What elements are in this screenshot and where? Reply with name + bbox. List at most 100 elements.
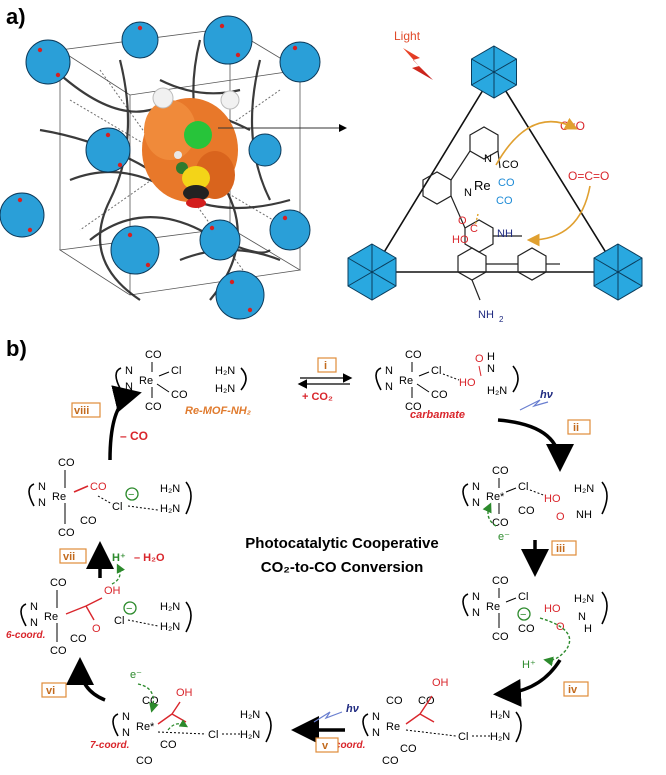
- six-coord-label: 6-coord.: [6, 630, 45, 641]
- svg-text:H₂N: H₂N: [574, 593, 594, 605]
- svg-text:O: O: [475, 353, 484, 365]
- svg-text:−: −: [520, 609, 526, 621]
- complex-carbamate: NN Re CO Cl CO CO HO O NH H₂N: [375, 349, 519, 413]
- svg-text:H₂N: H₂N: [215, 383, 235, 395]
- proton-arrow-iv: [539, 617, 571, 667]
- svg-text:−: −: [128, 489, 134, 501]
- hv-bolt-icon-2: [313, 711, 343, 723]
- nh2-label: NH: [478, 309, 494, 321]
- step-viii-box: [71, 402, 101, 418]
- arrow-step-viii: [108, 385, 142, 461]
- plus-co2-label: + CO₂: [302, 391, 333, 403]
- arrow-step-ii: [497, 418, 574, 472]
- mof-cage-image: [0, 15, 321, 320]
- svg-text:CO: CO: [171, 389, 188, 401]
- svg-text:Cl: Cl: [518, 591, 528, 603]
- svg-text:CO: CO: [518, 623, 535, 635]
- svg-text:H₂N: H₂N: [487, 385, 507, 397]
- h-plus-label-1: H⁺: [522, 659, 536, 671]
- step-iv-box: [563, 681, 589, 697]
- svg-text:N: N: [30, 617, 38, 629]
- svg-text:H₂N: H₂N: [160, 601, 180, 613]
- svg-text:Re: Re: [44, 611, 58, 623]
- svg-text:CO: CO: [518, 505, 535, 517]
- panel-a-label: a): [6, 4, 26, 29]
- svg-text:H: H: [487, 351, 495, 363]
- co-right1-label: CO: [498, 177, 515, 189]
- svg-text:CO: CO: [90, 481, 107, 493]
- svg-text:N: N: [578, 611, 586, 623]
- svg-text:OH: OH: [104, 585, 121, 597]
- svg-text:CO: CO: [145, 401, 162, 413]
- electron-arrow-vi: [137, 683, 159, 713]
- svg-text:HO: HO: [459, 377, 476, 389]
- arrow-step-vi: [66, 657, 106, 702]
- e-minus-label-2: e⁻: [130, 669, 142, 681]
- center-title-line1: Photocatalytic Cooperative: [245, 535, 438, 552]
- complex-excited: NN Re* CO Cl CO CO HO O H₂N NH: [462, 465, 608, 529]
- svg-text:Cl: Cl: [171, 365, 181, 377]
- minus-co-label: – CO: [120, 429, 148, 443]
- svg-text:CO: CO: [160, 739, 177, 751]
- svg-text:H: H: [584, 623, 592, 635]
- svg-text:Re: Re: [52, 491, 66, 503]
- step-vii-label: vii: [63, 551, 75, 563]
- svg-text:CO: CO: [405, 349, 422, 361]
- svg-text:N: N: [472, 591, 480, 603]
- svg-text:CO: CO: [492, 575, 509, 587]
- o-carb-label: O: [458, 215, 467, 227]
- capture-arrow: [526, 185, 591, 247]
- svg-text:CO: CO: [431, 389, 448, 401]
- co-right2-label: CO: [496, 195, 513, 207]
- n-upper-label: N: [484, 153, 492, 165]
- svg-text:NH: NH: [576, 509, 592, 521]
- sbu-hexagon-left: [347, 243, 397, 301]
- svg-text:CO: CO: [405, 401, 422, 413]
- svg-text:CO: CO: [50, 645, 67, 657]
- svg-text:H₂N: H₂N: [240, 729, 260, 741]
- svg-text:N: N: [122, 727, 130, 739]
- svg-text:N: N: [385, 381, 393, 393]
- svg-text:N: N: [30, 601, 38, 613]
- svg-text:N: N: [38, 481, 46, 493]
- svg-text:N: N: [125, 365, 133, 377]
- svg-text:Re: Re: [486, 601, 500, 613]
- svg-text:N: N: [472, 497, 480, 509]
- svg-text:H₂N: H₂N: [490, 731, 510, 743]
- svg-text:N: N: [122, 711, 130, 723]
- e-minus-label-1: e⁻: [498, 531, 510, 543]
- co2-label: O=C=O: [568, 169, 609, 183]
- svg-text:Cl: Cl: [458, 731, 468, 743]
- step-v-box: [315, 737, 339, 753]
- svg-text:N: N: [385, 365, 393, 377]
- n-lower-label: N: [464, 187, 472, 199]
- hv-bolt-icon-1: [519, 399, 549, 411]
- svg-text:N: N: [372, 711, 380, 723]
- step-v-label: v: [322, 740, 329, 752]
- seven-coord-label-a: 7-coord.: [90, 740, 129, 751]
- step-i-label: i: [324, 360, 327, 372]
- svg-text:CO: CO: [142, 695, 159, 707]
- svg-text:CO: CO: [50, 577, 67, 589]
- svg-text:O: O: [556, 511, 565, 523]
- co-top-label: CO: [502, 159, 519, 171]
- svg-text:H₂N: H₂N: [240, 709, 260, 721]
- complex-re-mof: NN Re CO Cl CO CO: [115, 349, 188, 413]
- panel-b-label: b): [6, 336, 27, 361]
- proton-arrow-vii: [111, 563, 125, 585]
- svg-text:CO: CO: [145, 349, 162, 361]
- svg-text:H₂N: H₂N: [160, 621, 180, 633]
- svg-text:Cl: Cl: [431, 365, 441, 377]
- step-ii-label: ii: [573, 422, 579, 434]
- arrow-step-iv: [493, 659, 562, 707]
- step-vii-box: [59, 548, 87, 564]
- complex-6coord: NN Re CO OH O Cl − H₂N H₂N CO CO: [20, 577, 192, 657]
- complex-7coord-b: NN Re CO CO OH Cl H₂N H₂N CO CO: [362, 677, 522, 767]
- svg-text:N: N: [472, 481, 480, 493]
- svg-text:CO: CO: [58, 457, 75, 469]
- carbamate-label: carbamate: [410, 409, 465, 421]
- svg-text:H₂N: H₂N: [574, 483, 594, 495]
- minus-h2o-label: – H₂O: [134, 552, 165, 564]
- svg-text:CO: CO: [492, 465, 509, 477]
